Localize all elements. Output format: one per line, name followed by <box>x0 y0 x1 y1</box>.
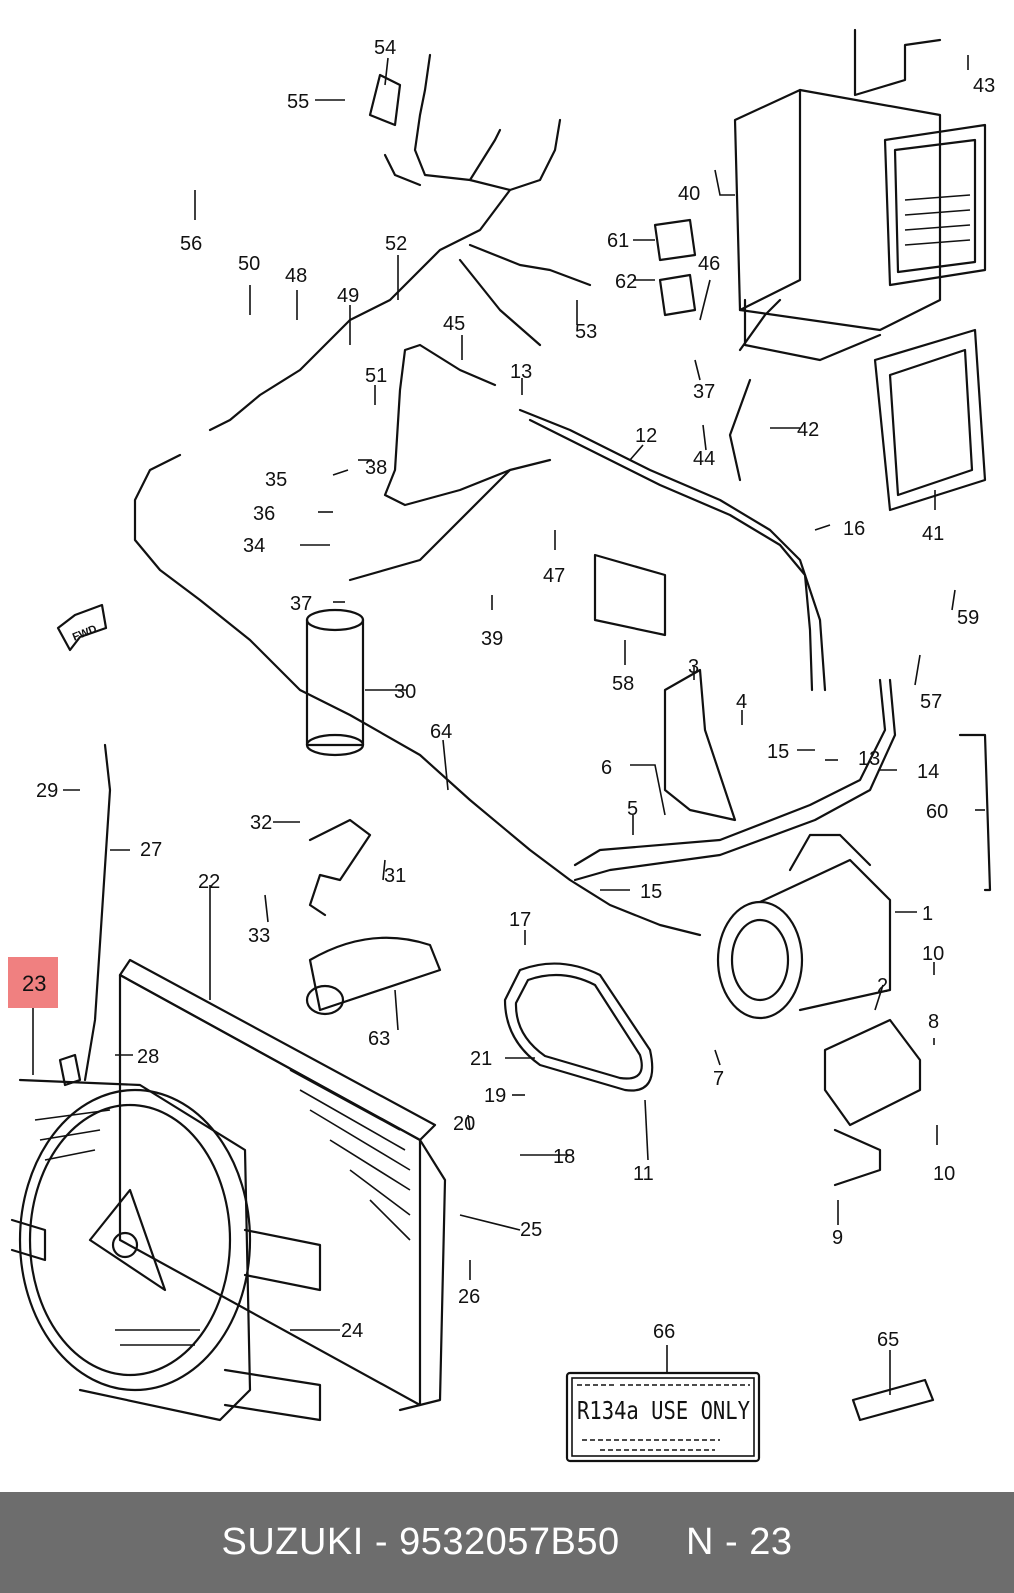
compressor-bracket <box>823 1018 922 1187</box>
callout-label: 59 <box>957 607 979 629</box>
callout-label: 13 <box>858 748 880 770</box>
callout-label: 66 <box>653 1321 675 1343</box>
footer-bar: SUZUKI - 9532057B50 N - 23 <box>0 1492 1014 1593</box>
callout-label: 65 <box>877 1329 899 1351</box>
fan-shroud <box>10 1078 322 1422</box>
hoses <box>348 343 897 882</box>
blower-frame <box>873 328 987 512</box>
leader-lines <box>63 55 985 1395</box>
wiring-harness <box>133 53 702 937</box>
footer-separator-space <box>388 1521 399 1564</box>
callout-label: 2 <box>877 975 888 997</box>
callout-label: 9 <box>832 1227 843 1249</box>
callout-label: 10 <box>933 1163 955 1185</box>
callout-label: 15 <box>640 881 662 903</box>
callout-label: 16 <box>843 518 865 540</box>
tag-65 <box>851 1378 935 1422</box>
callout-label: 61 <box>607 230 629 252</box>
callout-label: 29 <box>36 780 58 802</box>
callout-label: 54 <box>374 37 396 59</box>
callout-label: 60 <box>926 801 948 823</box>
callout-label: 5 <box>627 798 638 820</box>
callout-label: 55 <box>287 91 309 113</box>
callout-label: 20 <box>453 1113 475 1135</box>
callout-label: 48 <box>285 265 307 287</box>
callout-label: 37 <box>290 593 312 615</box>
callout-label: 28 <box>137 1046 159 1068</box>
highlight-label: 23 <box>22 971 46 996</box>
callout-label: 4 <box>736 691 747 713</box>
callout-label: 27 <box>140 839 162 861</box>
callout-label: 15 <box>767 741 789 763</box>
callout-label: 3 <box>688 656 699 678</box>
callout-label: 39 <box>481 628 503 650</box>
condenser <box>118 958 447 1412</box>
callout-label: 56 <box>180 233 202 255</box>
callout-label: 64 <box>430 721 452 743</box>
callout-label: 26 <box>458 1286 480 1308</box>
callout-label: 58 <box>612 673 634 695</box>
callout-label: 19 <box>484 1085 506 1107</box>
callout-label: 33 <box>248 925 270 947</box>
compressor <box>716 833 892 1020</box>
callout-label: 21 <box>470 1048 492 1070</box>
callout-label: 47 <box>543 565 565 587</box>
part-number: 9532057B50 <box>399 1521 620 1563</box>
highlight-callout-23: 23 <box>8 957 58 1075</box>
callout-label: 52 <box>385 233 407 255</box>
callout-label: 13 <box>510 361 532 383</box>
callout-label: 10 <box>922 943 944 965</box>
footer-separator: - <box>374 1521 389 1563</box>
ac-parts-diagram: FWD R134a USE ONLY 23 <box>8 28 995 1463</box>
callout-label: 1 <box>922 903 933 925</box>
callout-label: 11 <box>633 1163 654 1185</box>
callout-label: 30 <box>394 681 416 703</box>
callout-label: 17 <box>509 909 531 931</box>
callout-label: 63 <box>368 1028 390 1050</box>
decal-r134a: R134a USE ONLY <box>565 1371 761 1463</box>
callout-label: 43 <box>973 75 995 97</box>
callout-label: 32 <box>250 812 272 834</box>
reference-label: N - 23 <box>686 1521 793 1563</box>
callout-label: 51 <box>365 365 387 387</box>
callout-label: 22 <box>198 871 220 893</box>
small-parts <box>58 73 992 1087</box>
callout-label: 42 <box>797 419 819 441</box>
callout-label: 50 <box>238 253 260 275</box>
fwd-arrow-icon: FWD <box>56 603 108 652</box>
callout-label: 38 <box>365 457 387 479</box>
callout-labels: 1 2 3 4 5 6 7 8 9 10 10 11 12 13 13 14 1… <box>36 37 995 1351</box>
callout-label: 8 <box>928 1011 939 1033</box>
brand-name: SUZUKI <box>221 1521 364 1563</box>
callout-label: 12 <box>635 425 657 447</box>
callout-label: 14 <box>917 761 939 783</box>
decal-text: R134a USE ONLY <box>577 1396 750 1425</box>
callout-label: 37 <box>693 381 715 403</box>
callout-label: 7 <box>713 1068 724 1090</box>
callout-label: 25 <box>520 1219 542 1241</box>
callout-label: 6 <box>601 757 612 779</box>
callout-label: 24 <box>341 1320 363 1342</box>
evaporator-case <box>733 28 987 362</box>
callout-label: 18 <box>553 1146 575 1168</box>
callout-label: 35 <box>265 469 287 491</box>
callout-label: 45 <box>443 313 465 335</box>
callout-label: 44 <box>693 448 715 470</box>
callout-label: 31 <box>384 865 406 887</box>
callout-label: 34 <box>243 535 265 557</box>
callout-label: 49 <box>337 285 359 307</box>
callout-label: 46 <box>698 253 720 275</box>
callout-label: 57 <box>920 691 942 713</box>
callout-label: 53 <box>575 321 597 343</box>
callout-label: 41 <box>922 523 944 545</box>
callout-label: 62 <box>615 271 637 293</box>
callout-label: 40 <box>678 183 700 205</box>
callout-label: 36 <box>253 503 275 525</box>
footer-separator-space <box>364 1521 375 1564</box>
receiver-dryer <box>305 608 365 757</box>
drive-belt <box>503 962 654 1092</box>
footer-gap <box>620 1521 686 1564</box>
fwd-label: FWD <box>71 623 99 644</box>
